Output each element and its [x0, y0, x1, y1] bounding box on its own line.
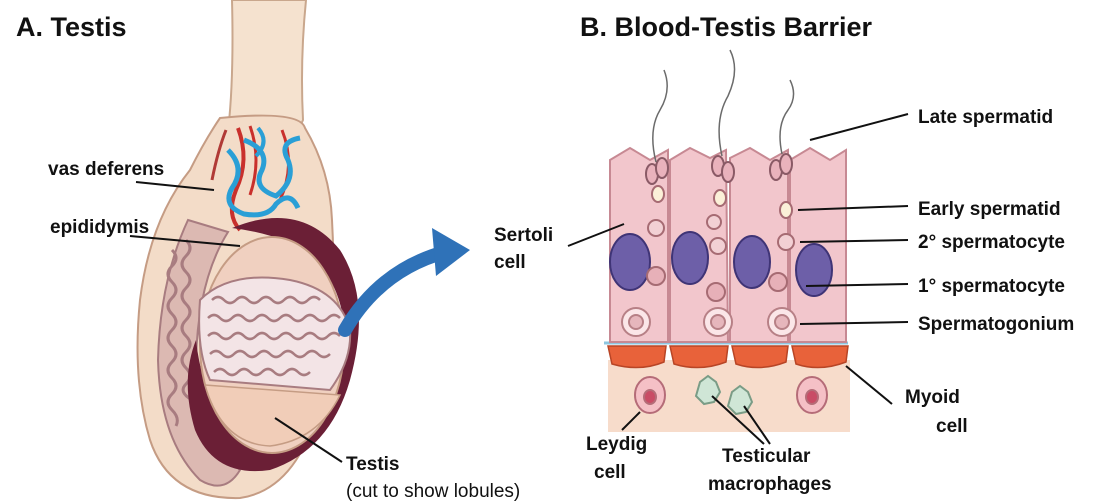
leader-myoid	[846, 366, 892, 404]
label-testis: Testis	[346, 454, 400, 475]
label-spermatogonium: Spermatogonium	[918, 314, 1074, 335]
label-early-spermatid: Early spermatid	[918, 199, 1061, 220]
label-late-spermatid: Late spermatid	[918, 107, 1053, 128]
label-epididymis: epididymis	[50, 217, 149, 238]
label-leydig-line1: Leydig	[586, 434, 647, 455]
leader-late-spermatid	[810, 114, 908, 140]
label-vas-deferens: vas deferens	[48, 159, 164, 180]
label-myoid-line2: cell	[936, 416, 968, 437]
label-secondary-spermatocyte: 2° spermatocyte	[918, 232, 1065, 253]
label-leydig-line2: cell	[594, 462, 626, 483]
panel-a-title: A. Testis	[16, 12, 127, 42]
label-sertoli-line1: Sertoli	[494, 225, 553, 246]
curved-arrow-icon	[345, 228, 470, 330]
panel-b-title: B. Blood-Testis Barrier	[580, 12, 873, 42]
testis-illustration	[138, 0, 359, 498]
label-macrophage-line1: Testicular	[722, 446, 811, 467]
label-macrophage-line2: macrophages	[708, 474, 832, 495]
label-myoid-line1: Myoid	[905, 387, 960, 408]
label-primary-spermatocyte: 1° spermatocyte	[918, 276, 1065, 297]
label-sertoli-line2: cell	[494, 252, 526, 273]
label-testis-note: (cut to show lobules)	[346, 481, 520, 502]
